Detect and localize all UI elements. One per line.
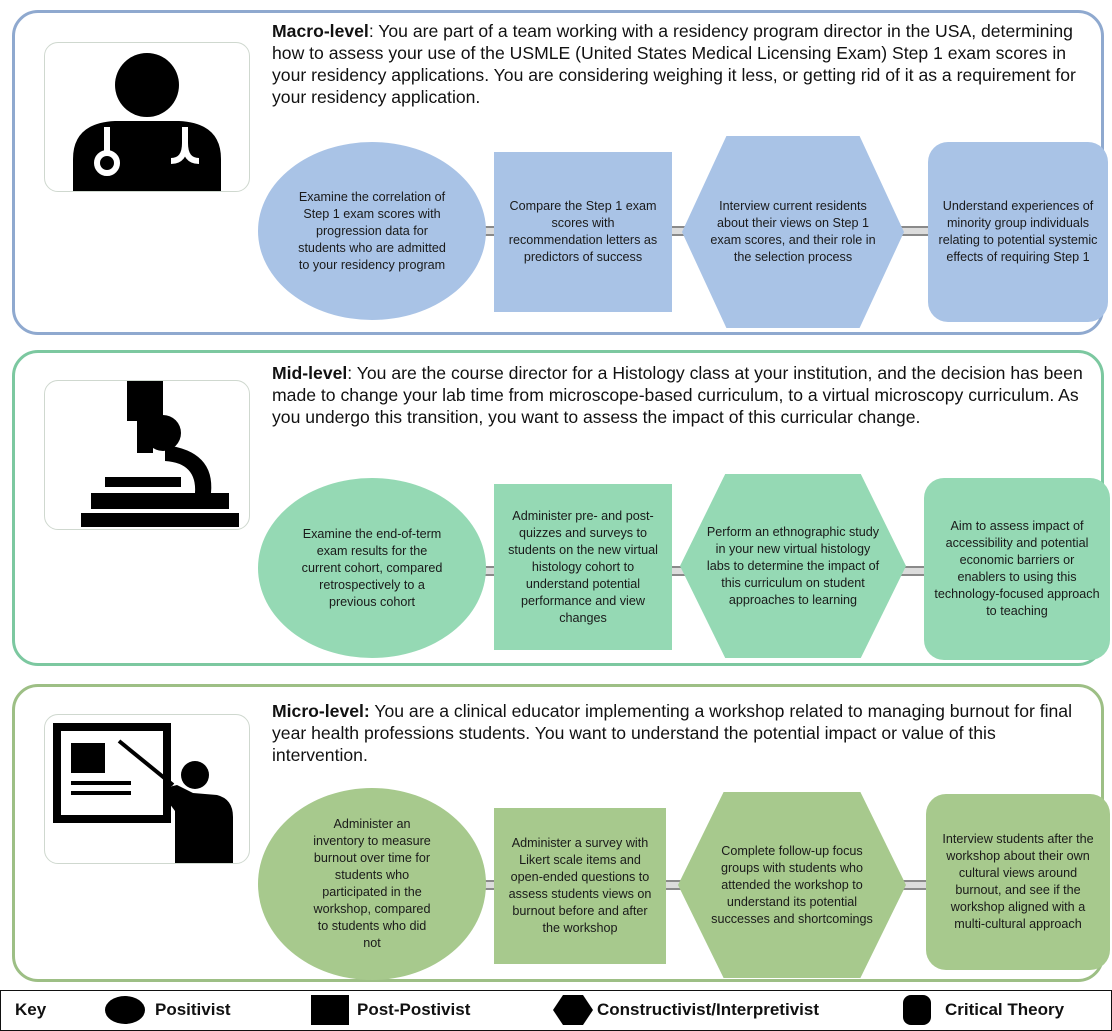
macro-critical-rounded: Understand experiences of minority group… [928, 142, 1108, 322]
mid-postpositivist-text: Administer pre- and post-quizzes and sur… [508, 508, 658, 625]
key-constructivist-label: Constructivist/Interpretivist [597, 1000, 819, 1019]
key-positivist-item: Positivist [105, 991, 231, 1029]
mid-postpositivist-rect: Administer pre- and post-quizzes and sur… [494, 484, 672, 650]
mid-critical-rounded: Aim to assess impact of accessibility an… [924, 478, 1110, 660]
macro-icon-box [44, 42, 250, 192]
micro-postpositivist-rect: Administer a survey with Likert scale it… [494, 808, 666, 964]
key-rounded-square-shape-icon [903, 995, 931, 1025]
micro-constructivist-hex: Complete follow-up focus groups with stu… [678, 792, 906, 978]
key-square-shape-icon [311, 995, 349, 1025]
microscope-icon [81, 381, 239, 527]
key-hexagon-shape-icon [553, 995, 593, 1025]
mid-constructivist-hex: Perform an ethnographic study in your ne… [680, 474, 906, 658]
micro-description: You are a clinical educator implementing… [272, 701, 1073, 765]
mid-positivist-text: Examine the end-of-term exam results for… [301, 526, 443, 609]
macro-postpositivist-text: Compare the Step 1 exam scores with reco… [508, 199, 658, 264]
mid-constructivist-text: Perform an ethnographic study in your ne… [706, 524, 880, 607]
macro-positivist-text: Examine the correlation of Step 1 exam s… [298, 189, 446, 272]
micro-heading: Micro-level: [272, 701, 370, 721]
micro-positivist-circle: Administer an inventory to measure burno… [258, 788, 486, 980]
micro-constructivist-text: Complete follow-up focus groups with stu… [711, 843, 873, 926]
key-title-item: Key [15, 991, 46, 1029]
macro-scenario-text: Macro-level: You are part of a team work… [272, 20, 1092, 108]
doctor-stethoscope-icon [73, 53, 221, 191]
macro-critical-text: Understand experiences of minority group… [938, 199, 1098, 264]
mid-heading: Mid-level [272, 363, 348, 383]
macro-constructivist-text: Interview current residents about their … [710, 199, 876, 264]
teacher-presentation-icon [53, 723, 233, 863]
micro-postpositivist-text: Administer a survey with Likert scale it… [508, 836, 652, 935]
macro-positivist-circle: Examine the correlation of Step 1 exam s… [258, 142, 486, 320]
micro-critical-text: Interview students after the workshop ab… [942, 832, 1094, 931]
mid-description: : You are the course director for a Hist… [272, 363, 1083, 427]
mid-positivist-circle: Examine the end-of-term exam results for… [258, 478, 486, 658]
micro-icon-box [44, 714, 250, 864]
mid-scenario-text: Mid-level: You are the course director f… [272, 362, 1092, 428]
macro-constructivist-hex: Interview current residents about their … [682, 136, 904, 328]
key-title: Key [15, 1000, 47, 1019]
macro-postpositivist-rect: Compare the Step 1 exam scores with reco… [494, 152, 672, 312]
key-postpositivist-item: Post-Postivist [311, 991, 470, 1029]
macro-heading: Macro-level [272, 21, 369, 41]
key-positivist-label: Positivist [155, 1000, 231, 1019]
micro-critical-rounded: Interview students after the workshop ab… [926, 794, 1110, 970]
micro-scenario-text: Micro-level: You are a clinical educator… [272, 700, 1092, 766]
mid-icon-box [44, 380, 250, 530]
legend-key: Key Positivist Post-Postivist Constructi… [0, 990, 1112, 1031]
key-circle-shape-icon [105, 996, 145, 1024]
mid-critical-text: Aim to assess impact of accessibility an… [934, 519, 1100, 618]
key-constructivist-item: Constructivist/Interpretivist [553, 991, 819, 1029]
key-postpositivist-label: Post-Postivist [357, 1000, 471, 1019]
micro-positivist-text: Administer an inventory to measure burno… [313, 817, 431, 950]
key-critical-label: Critical Theory [945, 1000, 1065, 1019]
macro-description: : You are part of a team working with a … [272, 21, 1076, 107]
key-critical-item: Critical Theory [903, 991, 1064, 1029]
